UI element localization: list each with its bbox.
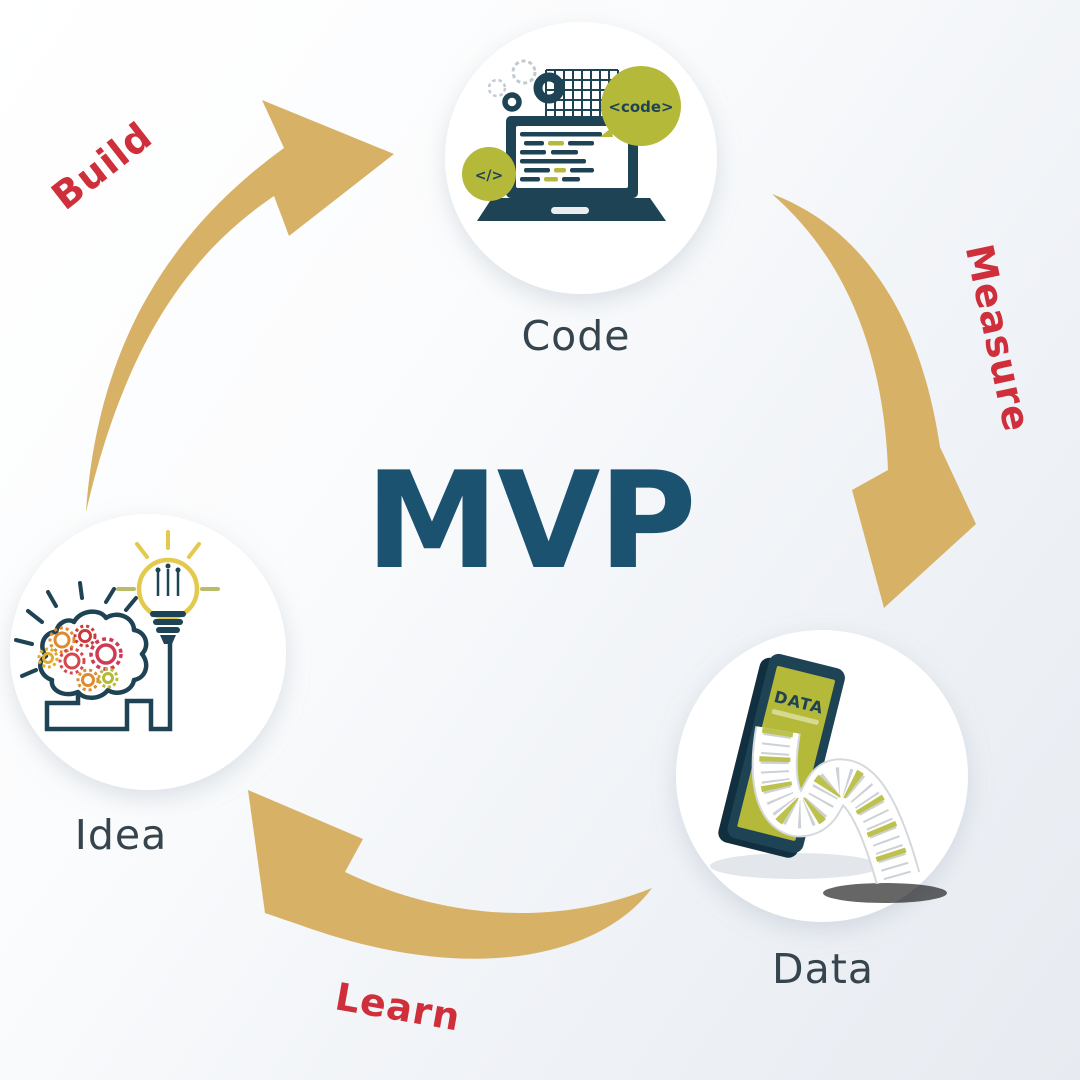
- code-badge-small-text: </>: [475, 168, 504, 184]
- measure-arrow: [772, 194, 976, 608]
- code-badge-small: [462, 147, 516, 201]
- gear-ring-icon: [502, 92, 522, 112]
- gear-ring-icon: [533, 72, 565, 104]
- code-laptop-icon: <code> </>: [462, 59, 681, 221]
- build-arrow: [86, 100, 394, 512]
- lightbulb-icon: [116, 530, 220, 644]
- receipt-shadow: [823, 883, 947, 903]
- code-badge-large-text: <code>: [608, 98, 673, 116]
- cycle-arrows: [86, 100, 976, 959]
- mvp-center-title: MVP: [365, 443, 696, 599]
- receipt-ribbon: [751, 726, 921, 885]
- gear-outline-icon: [487, 78, 507, 98]
- idea-brain-bulb-icon: [14, 530, 220, 732]
- bulb-rays: [135, 530, 201, 559]
- laptop-notch: [551, 207, 589, 214]
- idea-node-label: Idea: [74, 811, 168, 859]
- learn-arrow: [248, 790, 652, 959]
- spark-lines: [14, 581, 138, 678]
- gear-outline-icon: [511, 59, 537, 85]
- code-badge-large: [601, 66, 681, 146]
- data-tablet-icon: DATA: [710, 653, 947, 903]
- bulb-filament: [156, 569, 180, 596]
- code-lines: [520, 132, 602, 182]
- idea-wire-steps: [44, 643, 173, 732]
- code-node-label: Code: [521, 312, 631, 360]
- tablet-shadow: [710, 853, 880, 879]
- data-node-label: Data: [772, 945, 874, 993]
- brain-gears: [37, 624, 123, 692]
